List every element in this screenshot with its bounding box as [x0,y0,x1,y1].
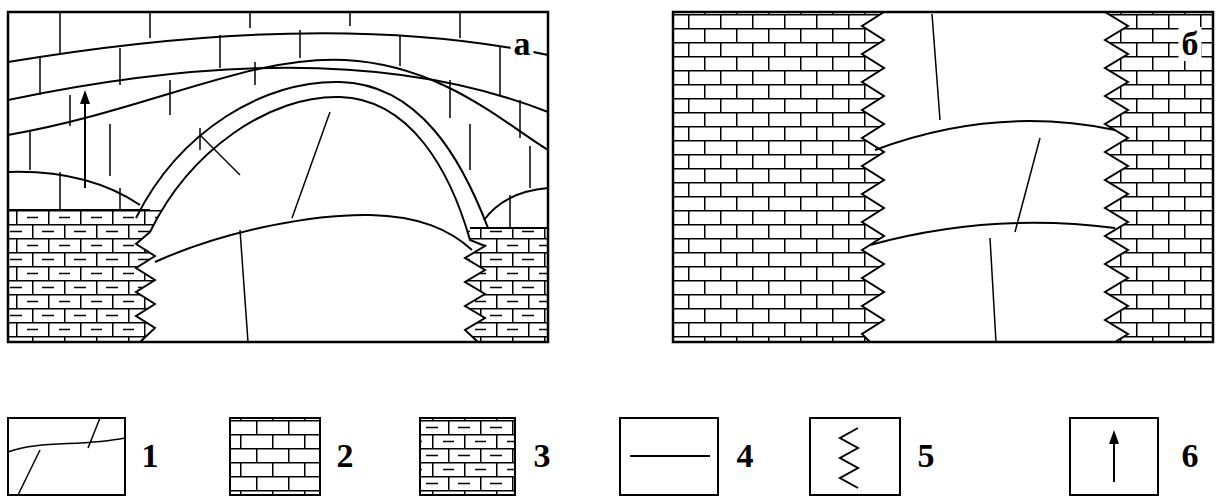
panel-letter: б [1179,27,1202,61]
legend-swatches [8,418,1158,495]
legend-number: 3 [531,439,554,473]
panel-b [673,12,1213,342]
legend-number: 1 [139,439,162,473]
legend-number: 5 [915,439,938,473]
legend-number: 6 [1179,439,1202,473]
panel-letter: а [511,27,534,61]
legend-number: 2 [334,439,357,473]
legend-number: 4 [734,439,757,473]
panel-a [8,12,548,342]
